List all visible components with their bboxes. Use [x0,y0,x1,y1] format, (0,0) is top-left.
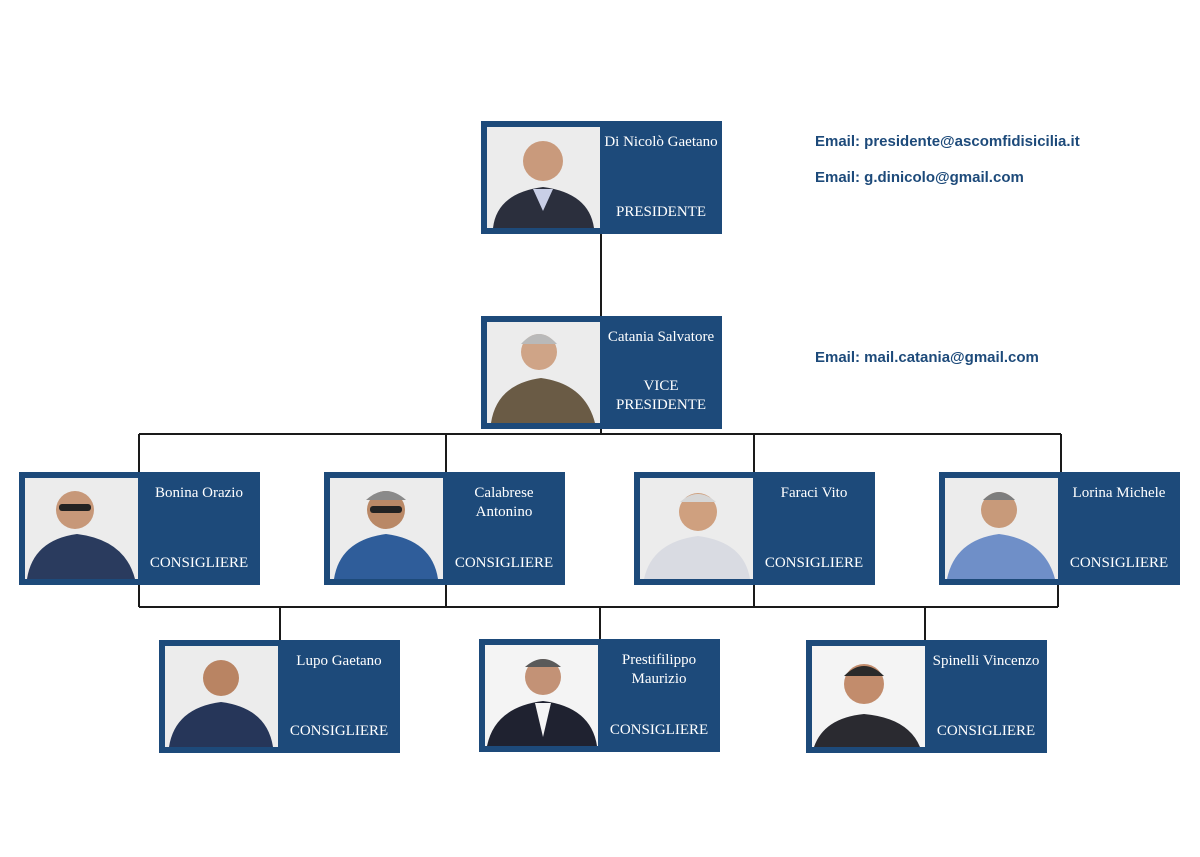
member-role: CONSIGLIERE [764,555,864,571]
node-consigliere-faraci: Faraci Vito CONSIGLIERE [634,472,875,585]
member-role: CONSIGLIERE [454,555,554,571]
portrait-photo [485,645,598,746]
node-consigliere-prestifilippo: Prestifilippo Maurizio CONSIGLIERE [479,639,720,752]
portrait-photo [25,478,138,579]
member-name: Calabrese Antonino [443,484,565,522]
portrait-photo [165,646,278,747]
node-consigliere-spinelli: Spinelli Vincenzo CONSIGLIERE [806,640,1047,753]
person-silhouette-icon [812,646,925,747]
node-consigliere-lorina: Lorina Michele CONSIGLIERE [939,472,1180,585]
member-role: CONSIGLIERE [609,722,709,738]
portrait-photo [812,646,925,747]
member-role: CONSIGLIERE [149,555,249,571]
member-name: Bonina Orazio [155,485,243,501]
role-line: VICE [643,378,679,394]
member-role: PRESIDENTE [616,204,706,220]
node-vice-presidente: Catania Salvatore VICE PRESIDENTE [481,316,722,429]
name-line: Calabrese [474,485,534,501]
member-role: CONSIGLIERE [936,723,1036,739]
name-line: Antonino [475,504,533,520]
member-name: Faraci Vito [780,485,848,501]
member-name: Catania Salvatore [607,329,715,345]
member-name: Di Nicolò Gaetano [604,134,718,150]
portrait-photo [487,322,600,423]
member-role: CONSIGLIERE [1069,555,1169,571]
portrait-photo [640,478,753,579]
portrait-photo [330,478,443,579]
name-line: Prestifilippo [621,652,697,668]
email-presidente-2[interactable]: Email: g.dinicolo@gmail.com [815,169,1024,186]
person-silhouette-icon [485,645,598,746]
member-role: CONSIGLIERE [289,723,389,739]
person-silhouette-icon [945,478,1058,579]
email-vice-presidente[interactable]: Email: mail.catania@gmail.com [815,349,1039,366]
node-consigliere-calabrese: Calabrese Antonino CONSIGLIERE [324,472,565,585]
person-silhouette-icon [165,646,278,747]
email-presidente-1[interactable]: Email: presidente@ascomfidisicilia.it [815,133,1080,150]
person-silhouette-icon [25,478,138,579]
member-name: Spinelli Vincenzo [932,653,1040,669]
person-silhouette-icon [330,478,443,579]
node-consigliere-lupo: Lupo Gaetano CONSIGLIERE [159,640,400,753]
node-consigliere-bonina: Bonina Orazio CONSIGLIERE [19,472,260,585]
name-line: Maurizio [631,671,687,687]
member-role: VICE PRESIDENTE [600,377,722,415]
member-name: Lupo Gaetano [296,653,382,669]
member-name: Prestifilippo Maurizio [598,651,720,689]
role-line: PRESIDENTE [616,397,706,413]
portrait-photo [487,127,600,228]
node-presidente: Di Nicolò Gaetano PRESIDENTE [481,121,722,234]
person-silhouette-icon [487,127,600,228]
portrait-photo [945,478,1058,579]
person-silhouette-icon [640,478,753,579]
member-name: Lorina Michele [1072,485,1166,501]
person-silhouette-icon [487,322,600,423]
